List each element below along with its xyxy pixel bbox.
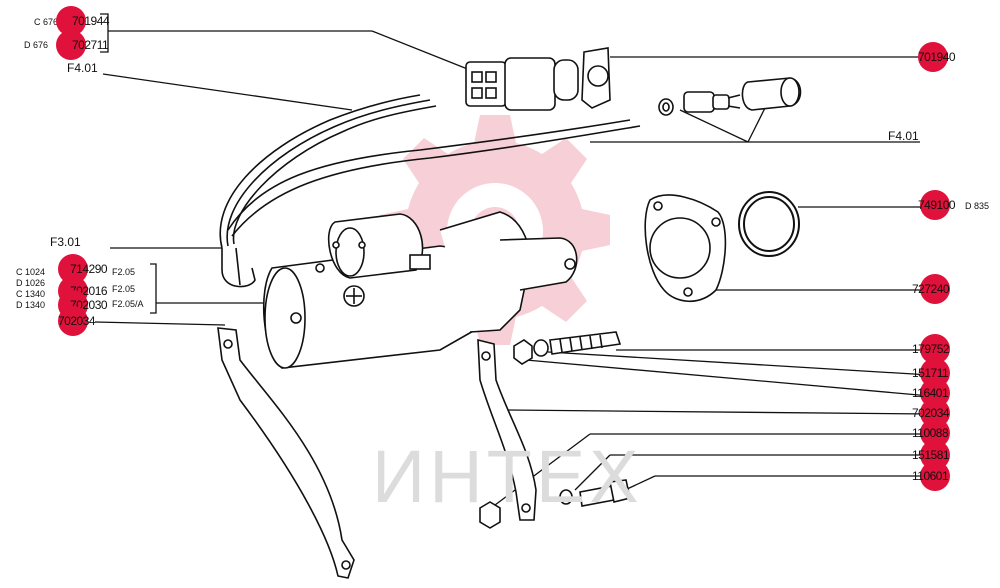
part-number-702711: 702711	[72, 38, 109, 52]
part-badge-110601[interactable]	[920, 461, 950, 491]
label-f205-a: F2.05	[112, 267, 136, 277]
right-support-strap	[477, 338, 537, 521]
solenoid-switch	[465, 57, 579, 111]
part-number-702034-left: 702034	[58, 314, 96, 328]
part-badge-749100[interactable]	[920, 190, 950, 220]
label-d676: D 676	[24, 40, 49, 50]
part-number-110088: 110088	[912, 426, 949, 440]
part-number-701944: 701944	[72, 14, 110, 28]
part-badge-701940[interactable]	[918, 42, 948, 72]
part-badge-727240[interactable]	[920, 274, 950, 304]
part-badge-702034-left[interactable]	[58, 306, 88, 336]
label-f205-b: F2.05	[112, 284, 136, 294]
mounting-plate	[581, 47, 611, 109]
flange-gasket	[644, 194, 727, 302]
label-c676: C 676	[34, 17, 59, 27]
label-f401-right: F4.01	[888, 129, 919, 143]
part-number-116401: 116401	[912, 386, 949, 400]
part-number-110601: 110601	[912, 469, 949, 483]
label-d1340: D 1340	[16, 300, 46, 310]
label-f301: F3.01	[50, 235, 81, 249]
part-number-179752: 179752	[912, 342, 950, 356]
part-number-701940: 701940	[918, 50, 956, 64]
part-number-714290: 714290	[70, 262, 108, 276]
part-number-702034-right: 702034	[912, 406, 950, 420]
part-number-727240: 727240	[912, 282, 950, 296]
part-number-749100: 749100	[918, 198, 956, 212]
sensor-assembly	[658, 77, 802, 116]
short-bolt-set	[479, 479, 631, 529]
part-badge-702711[interactable]	[56, 30, 86, 60]
long-bolt-set	[513, 331, 622, 365]
o-ring	[738, 191, 800, 257]
label-c1340: C 1340	[16, 289, 46, 299]
wiring-harness	[219, 94, 641, 288]
label-d1026: D 1026	[16, 278, 46, 288]
leader-lines	[94, 13, 931, 506]
label-c1024: C 1024	[16, 267, 46, 277]
part-number-151581: 151581	[912, 448, 950, 462]
starter-motor	[262, 211, 578, 369]
part-number-151711: 151711	[912, 366, 949, 380]
label-f205a: F2.05/A	[112, 299, 144, 309]
label-d835: D 835	[965, 201, 990, 211]
label-f401-top: F4.01	[67, 61, 98, 75]
watermark-text: ИНТЕХ	[372, 435, 643, 518]
left-support-strap	[217, 327, 355, 579]
